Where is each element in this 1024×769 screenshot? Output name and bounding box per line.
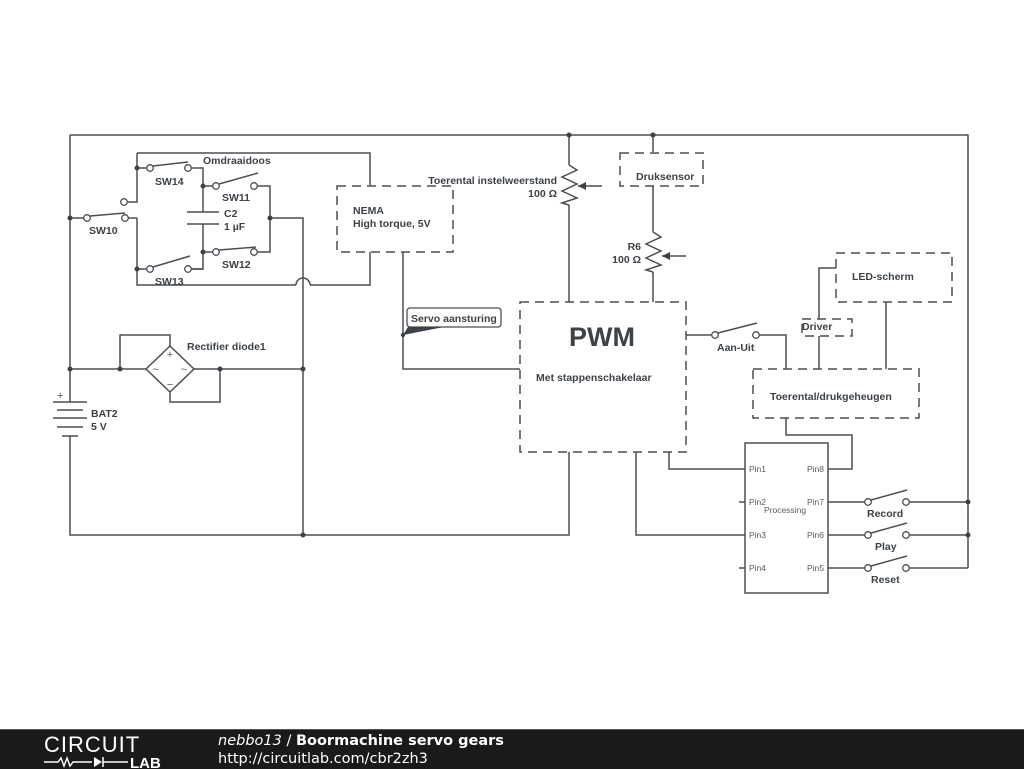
driver-block[interactable]: Driver xyxy=(801,318,853,337)
processing-ic[interactable]: Processing Pin1 Pin2 Pin3 Pin4 Pin5 Pin6… xyxy=(744,442,829,594)
play-label: Play xyxy=(875,541,897,553)
resistor-icon xyxy=(44,756,92,768)
geheugen-label: Toerental/drukgeheugen xyxy=(770,391,892,403)
logo-text-bottom: LAB xyxy=(130,755,161,768)
rectifier-bridge[interactable]: + − ~ ~ Rectifier diode1 xyxy=(144,341,266,394)
record-label: Record xyxy=(867,508,903,520)
bridge-minus: − xyxy=(167,379,173,391)
sw14-label: SW14 xyxy=(155,176,184,188)
switch-sw10[interactable]: SW10 xyxy=(83,198,129,237)
switch-sw13[interactable]: SW13 xyxy=(146,255,203,288)
switch-sw11[interactable]: SW11 xyxy=(212,172,259,204)
led-scherm-block[interactable]: LED-scherm xyxy=(835,252,953,303)
switch-play[interactable]: Play xyxy=(864,522,910,553)
switch-record[interactable]: Record xyxy=(864,489,910,520)
switch-sw14[interactable]: SW14 xyxy=(146,161,192,188)
bat-value: 5 V xyxy=(91,421,107,433)
pwm-block[interactable]: PWM Met stappenschakelaar xyxy=(519,301,687,453)
bridge-ac-left: ~ xyxy=(153,364,159,376)
ic-pin8: Pin8 xyxy=(807,464,824,474)
bridge-ac-right: ~ xyxy=(181,364,187,376)
pwm-subtitle: Met stappenschakelaar xyxy=(536,372,652,384)
ic-pin6: Pin6 xyxy=(807,530,824,540)
bat-name: BAT2 xyxy=(91,408,118,420)
servo-aansturing-label: Servo aansturing xyxy=(411,313,497,325)
ic-pin3: Pin3 xyxy=(749,530,766,540)
switch-aan-uit[interactable]: Aan-Uit xyxy=(711,322,760,354)
ic-pin1: Pin1 xyxy=(749,464,766,474)
r6-name: R6 xyxy=(628,241,642,253)
switch-reset[interactable]: Reset xyxy=(864,555,910,586)
druksensor-label: Druksensor xyxy=(636,171,694,183)
circuit-title: Boormachine servo gears xyxy=(295,733,504,749)
ic-pin5: Pin5 xyxy=(807,563,824,573)
schematic-canvas: SW14 SW11 SW10 SW12 SW13 Omdraaidoos C2 … xyxy=(53,132,971,594)
capacitor-c2[interactable]: C2 1 µF xyxy=(187,208,246,233)
title-separator: / xyxy=(281,733,296,749)
switch-sw12[interactable]: SW12 xyxy=(212,246,258,271)
footer-text: nebbo13 / Boormachine servo gears http:/… xyxy=(218,732,504,768)
driver-label: Driver xyxy=(802,321,832,333)
druksensor-block[interactable]: Druksensor xyxy=(619,152,704,187)
battery-bat2[interactable]: + BAT2 5 V xyxy=(53,390,118,437)
junctions xyxy=(67,132,971,538)
ic-pin4: Pin4 xyxy=(749,563,766,573)
nema-line1: NEMA xyxy=(353,205,384,217)
c2-value: 1 µF xyxy=(224,221,246,233)
sw10-label: SW10 xyxy=(89,225,118,237)
nema-line2: High torque, 5V xyxy=(353,218,431,230)
rectifier-label: Rectifier diode1 xyxy=(187,341,266,353)
ic-label: Processing xyxy=(764,505,806,515)
bridge-plus: + xyxy=(167,349,173,361)
ic-pin7: Pin7 xyxy=(807,497,824,507)
reset-label: Reset xyxy=(871,574,900,586)
nema-block[interactable]: NEMA High torque, 5V xyxy=(336,185,454,253)
ic-pin2: Pin2 xyxy=(749,497,766,507)
circuit-url[interactable]: http://circuitlab.com/cbr2zh3 xyxy=(218,751,428,767)
geheugen-block[interactable]: Toerental/drukgeheugen xyxy=(752,368,920,419)
author-link[interactable]: nebbo13 xyxy=(218,733,282,749)
logo-text-top: CIRCUIT xyxy=(44,732,140,757)
circuitlab-logo[interactable]: CIRCUIT LAB xyxy=(44,732,184,768)
potentiometer-r6[interactable]: R6 100 Ω xyxy=(612,231,670,273)
sw11-label: SW11 xyxy=(222,192,250,204)
footer-bar: CIRCUIT LAB nebbo13 / Boormachine servo … xyxy=(0,729,1024,769)
led-scherm-label: LED-scherm xyxy=(852,271,914,283)
pwm-title: PWM xyxy=(569,322,635,352)
aan-uit-label: Aan-Uit xyxy=(717,342,755,354)
pot1-value: 100 Ω xyxy=(528,188,557,200)
potentiometer-toerental[interactable]: Toerental instelweerstand 100 Ω xyxy=(428,164,586,206)
c2-name: C2 xyxy=(224,208,238,220)
pot1-name: Toerental instelweerstand xyxy=(428,175,557,187)
r6-value: 100 Ω xyxy=(612,254,641,266)
omdraaidoos-label: Omdraaidoos xyxy=(203,155,271,167)
diode-icon xyxy=(94,757,102,767)
bat-plus: + xyxy=(57,390,63,402)
sw12-label: SW12 xyxy=(222,259,251,271)
sw13-label: SW13 xyxy=(155,276,184,288)
servo-aansturing-tag[interactable]: Servo aansturing xyxy=(400,307,502,338)
